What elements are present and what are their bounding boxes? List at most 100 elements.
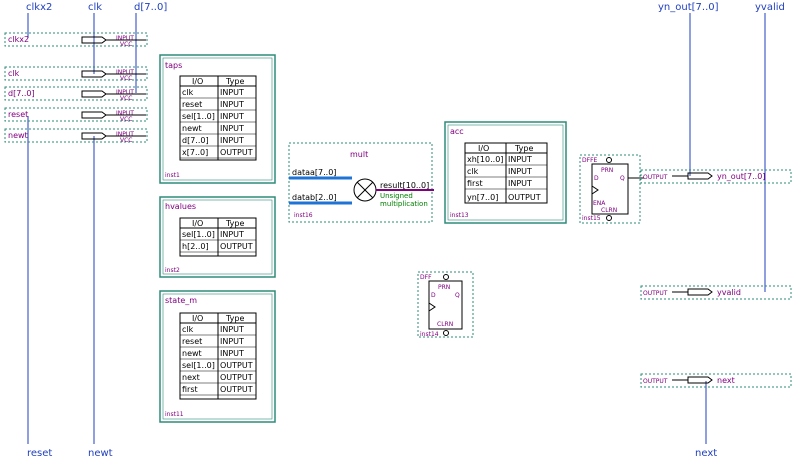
svg-text:clk: clk <box>182 88 194 97</box>
svg-text:Q: Q <box>620 175 625 182</box>
label-newt: newt <box>88 448 113 459</box>
svg-text:mult: mult <box>350 150 368 159</box>
svg-text:dataa[7..0]: dataa[7..0] <box>292 168 336 177</box>
svg-text:multiplication: multiplication <box>380 200 428 208</box>
svg-text:INPUT: INPUT <box>220 112 244 121</box>
svg-text:OUTPUT: OUTPUT <box>643 290 668 297</box>
output-pin-yvalid[interactable]: OUTPUT yvalid <box>640 285 792 300</box>
svg-text:INPUT: INPUT <box>116 35 134 42</box>
svg-text:INPUT: INPUT <box>220 349 244 358</box>
svg-text:VCC: VCC <box>120 75 132 82</box>
svg-text:xh[10..0]: xh[10..0] <box>467 155 503 164</box>
svg-text:OUTPUT: OUTPUT <box>220 361 253 370</box>
svg-text:d[7..0]: d[7..0] <box>8 89 35 98</box>
svg-text:yn_out[7..0]: yn_out[7..0] <box>717 172 765 181</box>
svg-text:DFF: DFF <box>420 274 432 281</box>
input-pin-d[interactable]: d[7..0] INPUT VCC <box>4 86 148 102</box>
svg-text:INPUT: INPUT <box>116 69 134 76</box>
svg-text:OUTPUT: OUTPUT <box>220 148 253 157</box>
svg-text:clk: clk <box>467 167 479 176</box>
svg-text:VCC: VCC <box>120 116 132 123</box>
svg-text:INPUT: INPUT <box>220 230 244 239</box>
block-mult[interactable]: mult dataa[7..0] datab[2..0] result[10..… <box>288 142 434 223</box>
svg-text:INPUT: INPUT <box>220 100 244 109</box>
svg-text:INPUT: INPUT <box>508 167 532 176</box>
svg-text:reset: reset <box>182 337 202 346</box>
label-d: d[7..0] <box>134 2 167 13</box>
svg-text:INPUT: INPUT <box>220 337 244 346</box>
svg-text:D: D <box>594 175 599 182</box>
svg-text:OUTPUT: OUTPUT <box>508 193 541 202</box>
svg-text:VCC: VCC <box>120 41 132 48</box>
label-yn-out: yn_out[7..0] <box>658 2 719 13</box>
svg-text:next: next <box>182 373 200 382</box>
svg-text:inst15: inst15 <box>582 215 601 222</box>
svg-text:acc: acc <box>450 127 464 136</box>
svg-text:Unsigned: Unsigned <box>380 192 413 200</box>
svg-text:state_m: state_m <box>165 296 197 305</box>
svg-text:first: first <box>467 179 483 188</box>
svg-text:I/O: I/O <box>192 77 203 86</box>
svg-text:I/O: I/O <box>192 219 203 228</box>
svg-text:next: next <box>717 376 735 385</box>
label-clkx2: clkx2 <box>26 2 52 13</box>
svg-text:Type: Type <box>225 314 244 323</box>
svg-text:sel[1..0]: sel[1..0] <box>182 230 215 239</box>
svg-text:yn[7..0]: yn[7..0] <box>467 193 498 202</box>
label-yvalid: yvalid <box>755 2 785 13</box>
svg-text:INPUT: INPUT <box>508 155 532 164</box>
svg-text:I/O: I/O <box>192 314 203 323</box>
dff-register[interactable]: DFF PRN D Q CLRN inst14 <box>417 271 474 338</box>
label-clk: clk <box>88 2 102 13</box>
svg-text:CLRN: CLRN <box>437 321 453 328</box>
svg-text:OUTPUT: OUTPUT <box>220 242 253 251</box>
svg-text:datab[2..0]: datab[2..0] <box>292 193 337 202</box>
svg-text:ENA: ENA <box>593 200 606 207</box>
svg-text:Q: Q <box>455 292 460 299</box>
svg-text:OUTPUT: OUTPUT <box>643 174 668 181</box>
svg-text:first: first <box>182 385 198 394</box>
svg-text:DFFE: DFFE <box>582 157 598 164</box>
input-pin-reset[interactable]: reset INPUT VCC <box>4 107 148 123</box>
svg-text:reset: reset <box>8 110 28 119</box>
svg-text:newt: newt <box>182 124 202 133</box>
svg-text:INPUT: INPUT <box>220 124 244 133</box>
svg-text:INPUT: INPUT <box>220 88 244 97</box>
svg-text:result[10..0]: result[10..0] <box>380 181 429 190</box>
svg-text:d[7..0]: d[7..0] <box>182 136 209 145</box>
svg-text:h[2..0]: h[2..0] <box>182 242 209 251</box>
svg-text:INPUT: INPUT <box>116 89 134 96</box>
label-next: next <box>695 448 717 459</box>
dffe-register[interactable]: DFFE PRN D Q ENA CLRN inst15 <box>579 154 644 224</box>
input-pin-newt[interactable]: newt INPUT VCC <box>4 128 148 144</box>
input-pin-clkx2[interactable]: clkx2 INPUT VCC <box>4 32 148 48</box>
svg-text:D: D <box>431 292 436 299</box>
svg-text:INPUT: INPUT <box>220 136 244 145</box>
svg-text:VCC: VCC <box>120 95 132 102</box>
svg-text:OUTPUT: OUTPUT <box>220 373 253 382</box>
svg-text:INPUT: INPUT <box>116 131 134 138</box>
output-pin-next[interactable]: OUTPUT next <box>640 373 792 388</box>
svg-text:Type: Type <box>225 77 244 86</box>
svg-text:INPUT: INPUT <box>220 325 244 334</box>
svg-text:yvalid: yvalid <box>717 288 741 297</box>
svg-text:clk: clk <box>182 325 194 334</box>
input-pin-clk[interactable]: clk INPUT VCC <box>4 66 148 82</box>
svg-text:clkx2: clkx2 <box>8 35 29 44</box>
svg-text:OUTPUT: OUTPUT <box>220 385 253 394</box>
svg-text:inst13: inst13 <box>450 212 469 219</box>
svg-text:inst11: inst11 <box>165 411 184 418</box>
block-hvalues[interactable]: hvalues I/O Type sel[1..0]INPUT h[2..0]O… <box>159 196 276 278</box>
svg-text:inst16: inst16 <box>294 212 313 219</box>
svg-text:Type: Type <box>225 219 244 228</box>
output-pin-yn-out[interactable]: OUTPUT yn_out[7..0] <box>640 169 792 184</box>
svg-text:newt: newt <box>8 131 28 140</box>
svg-text:inst14: inst14 <box>420 331 439 338</box>
svg-text:PRN: PRN <box>601 167 613 174</box>
wires <box>27 13 766 444</box>
svg-text:INPUT: INPUT <box>116 110 134 117</box>
